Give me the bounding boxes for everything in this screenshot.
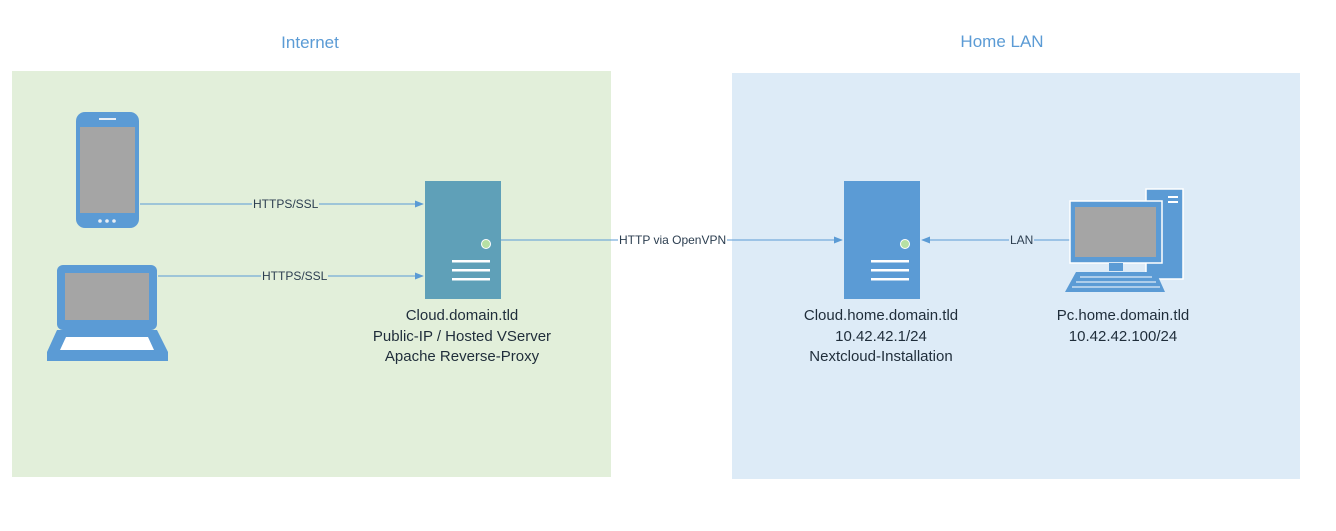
nextcloud-server-role: Nextcloud-Installation [809, 348, 953, 365]
internet-zone-title: Internet [281, 33, 339, 52]
proxy-server-icon [425, 181, 501, 299]
desktop-computer-icon [1065, 188, 1184, 292]
edge-label-phone-https: HTTPS/SSL [252, 197, 320, 211]
home-lan-zone-title: Home LAN [960, 32, 1044, 51]
pc-caption: Pc.home.domain.tld 10.42.42.100/24 [993, 306, 1253, 347]
smartphone-icon [76, 112, 139, 228]
nextcloud-server-caption: Cloud.home.domain.tld 10.42.42.1/24 Next… [751, 306, 1011, 368]
proxy-server-caption: Cloud.domain.tld Public-IP / Hosted VSer… [332, 306, 592, 368]
edge-label-laptop-https: HTTPS/SSL [261, 269, 329, 283]
laptop-icon [47, 265, 168, 361]
proxy-server-hostname: Cloud.domain.tld [405, 307, 519, 324]
pc-hostname: Pc.home.domain.tld [1056, 307, 1190, 324]
pc-ip: 10.42.42.100/24 [1068, 327, 1178, 345]
nextcloud-server-ip: 10.42.42.1/24 [835, 327, 927, 345]
home-lan-zone [732, 73, 1300, 479]
edge-label-lan: LAN [1009, 233, 1035, 247]
nextcloud-server-icon [844, 181, 920, 299]
proxy-server-ip: Public-IP / Hosted VServer [372, 327, 552, 345]
nextcloud-server-hostname: Cloud.home.domain.tld [803, 307, 959, 324]
proxy-server-role: Apache Reverse-Proxy [384, 348, 540, 365]
edge-label-openvpn: HTTP via OpenVPN [618, 233, 728, 247]
